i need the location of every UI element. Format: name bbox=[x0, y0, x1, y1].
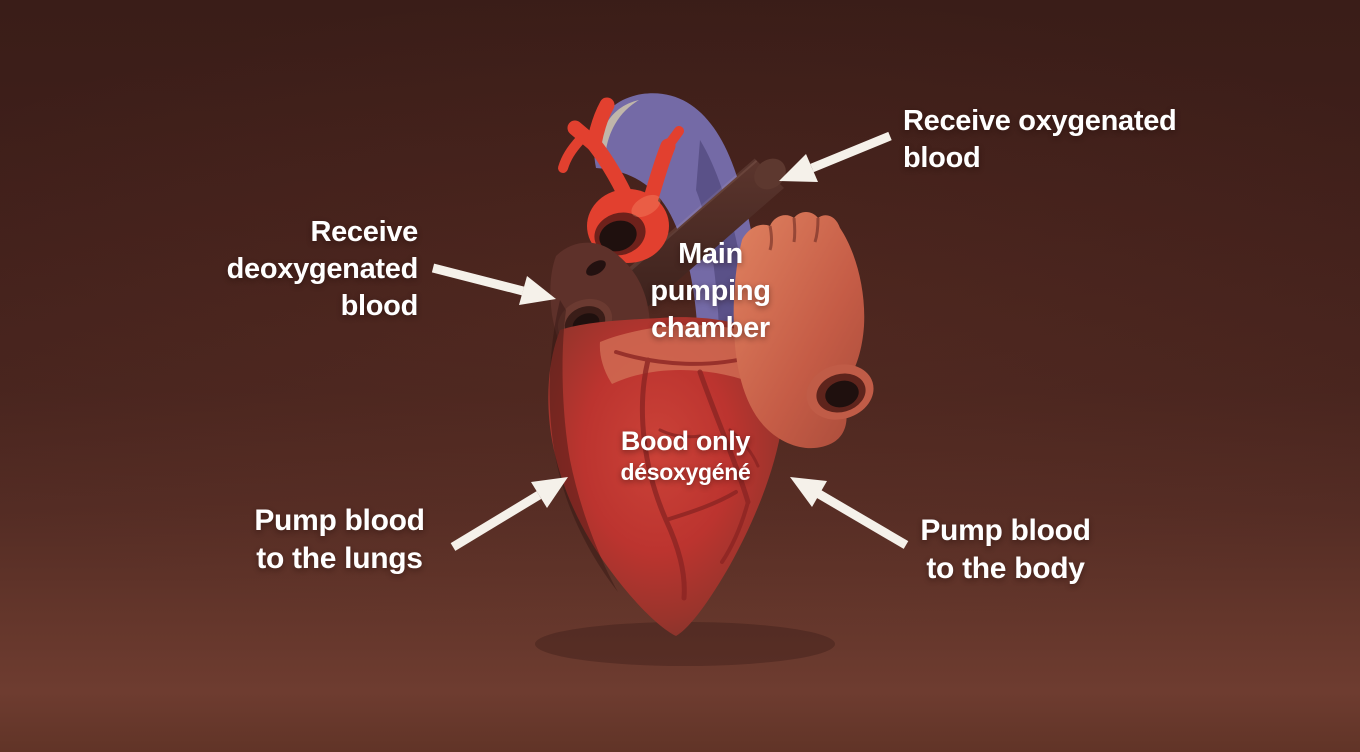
label-line: blood bbox=[903, 142, 981, 174]
label-line: Pump blood bbox=[920, 514, 1091, 547]
label-line: to the lungs bbox=[256, 542, 423, 575]
label-line: Pump blood bbox=[254, 504, 425, 537]
atrium-highlight-band bbox=[599, 325, 779, 390]
label-line: blood bbox=[340, 290, 419, 322]
label-receive-oxygenated: Receive oxygenated blood bbox=[903, 103, 1233, 177]
arrow-receive-deoxygenated-icon bbox=[431, 263, 556, 305]
label-line: Receive bbox=[310, 216, 418, 248]
atrium-slit bbox=[586, 260, 606, 276]
label-line: Bood only bbox=[620, 426, 751, 456]
pulmonary-veins-tube-shape bbox=[600, 160, 784, 324]
annotation-arrows bbox=[431, 131, 909, 551]
pulmonary-veins-tube-endcap bbox=[754, 158, 786, 190]
arrow-pump-lungs-icon bbox=[450, 477, 568, 551]
aorta-opening-inner bbox=[825, 380, 859, 408]
aortic-arch-shape bbox=[594, 93, 763, 352]
label-line: to the body bbox=[926, 552, 1085, 585]
label-line: Main bbox=[678, 238, 743, 270]
label-line: désoxygéné bbox=[620, 459, 751, 485]
left-edge-shade bbox=[549, 300, 618, 592]
arrow-receive-oxygenated-icon bbox=[779, 131, 892, 182]
arrow-pump-body-icon bbox=[790, 477, 909, 549]
label-line: Receive oxygenated bbox=[903, 105, 1177, 137]
label-blood-only: Bood only désoxygéné bbox=[568, 424, 803, 486]
label-line: chamber bbox=[651, 312, 770, 344]
label-main-pumping-chamber: Main pumping chamber bbox=[608, 236, 813, 347]
label-receive-deoxygenated: Receive deoxygenated blood bbox=[170, 214, 419, 325]
label-pump-blood-lungs: Pump blood to the lungs bbox=[232, 502, 447, 578]
heart-floor-shadow bbox=[535, 622, 835, 666]
pulmonary-artery-bulb bbox=[587, 189, 669, 263]
label-pump-blood-body: Pump blood to the body bbox=[898, 512, 1113, 588]
label-line: deoxygenated bbox=[226, 253, 419, 285]
label-line: pumping bbox=[650, 275, 771, 307]
left-atrium-chamber bbox=[733, 212, 874, 449]
